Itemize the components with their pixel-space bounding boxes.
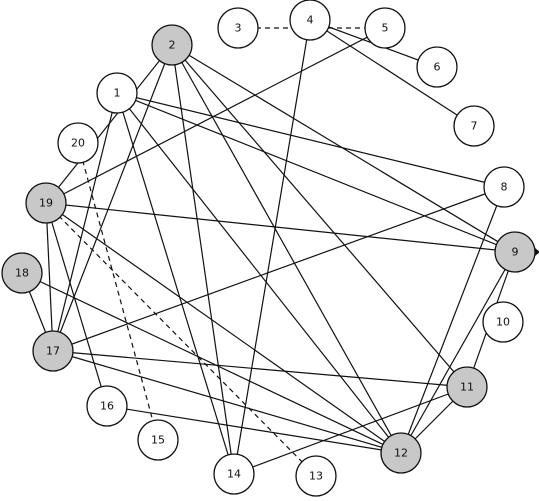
node-circle-12 [380, 432, 422, 474]
edge-2-17 [52, 44, 173, 352]
edge-12-8 [400, 186, 505, 454]
node-5: 5 [364, 7, 406, 49]
edge-17-12 [52, 350, 402, 454]
node-label-7: 7 [471, 120, 478, 133]
node-circle-6 [416, 46, 458, 88]
node-label-1: 1 [114, 87, 121, 100]
node-circle-5 [364, 7, 406, 49]
node-7: 7 [453, 105, 495, 147]
node-10: 10 [482, 301, 524, 343]
node-8: 8 [483, 166, 525, 208]
node-4: 4 [289, 0, 331, 41]
node-circle-13 [295, 455, 337, 497]
node-label-10: 10 [496, 316, 510, 329]
edge-5-19 [45, 27, 386, 204]
node-6: 6 [416, 46, 458, 88]
node-circle-8 [483, 166, 525, 208]
edge-19-16 [45, 202, 108, 407]
edge-19-9 [45, 202, 516, 253]
node-circle-3 [217, 7, 259, 49]
node-label-18: 18 [15, 267, 29, 280]
edge-19-13 [45, 202, 317, 477]
node-15: 15 [137, 419, 179, 461]
node-circle-7 [453, 105, 495, 147]
edge-1-14 [116, 92, 235, 475]
node-13: 13 [295, 455, 337, 497]
node-label-8: 8 [501, 181, 508, 194]
node-label-14: 14 [227, 468, 241, 481]
node-2: 2 [151, 24, 193, 66]
node-16: 16 [86, 385, 128, 427]
node-12: 12 [380, 432, 422, 474]
node-19: 19 [25, 182, 67, 224]
node-9: 9 [494, 231, 536, 273]
node-label-5: 5 [382, 22, 389, 35]
node-circle-4 [289, 0, 331, 41]
node-18: 18 [1, 252, 43, 294]
edge-2-14 [171, 44, 235, 475]
node-label-2: 2 [169, 39, 176, 52]
node-circle-11 [446, 366, 488, 408]
edge-12-9 [400, 251, 516, 454]
node-20: 20 [57, 122, 99, 164]
node-label-11: 11 [460, 381, 474, 394]
node-label-15: 15 [151, 434, 165, 447]
node-11: 11 [446, 366, 488, 408]
node-circle-17 [32, 330, 74, 372]
node-label-17: 17 [46, 345, 60, 358]
edge-1-8 [116, 92, 505, 188]
node-label-9: 9 [512, 246, 519, 259]
node-3: 3 [217, 7, 259, 49]
node-1: 1 [96, 72, 138, 114]
node-label-4: 4 [307, 14, 314, 27]
node-9-arrow-mark [535, 248, 539, 256]
node-label-20: 20 [71, 137, 85, 150]
node-label-19: 19 [39, 197, 53, 210]
node-circle-10 [482, 301, 524, 343]
edge-1-17 [52, 92, 118, 352]
edge-2-12 [171, 44, 402, 454]
node-14: 14 [213, 453, 255, 495]
node-circle-1 [96, 72, 138, 114]
node-label-13: 13 [309, 470, 323, 483]
edge-1-9 [116, 92, 516, 253]
edge-20-15 [77, 142, 159, 441]
edge-16-12 [106, 405, 402, 454]
edge-17-11 [52, 350, 468, 388]
node-label-3: 3 [235, 22, 242, 35]
edge-14-11 [233, 386, 468, 475]
edge-4-7 [309, 19, 475, 127]
edge-2-11 [171, 44, 468, 388]
node-label-6: 6 [434, 61, 441, 74]
node-label-16: 16 [100, 400, 114, 413]
node-circle-20 [57, 122, 99, 164]
node-label-12: 12 [394, 447, 408, 460]
edge-1-12 [116, 92, 402, 454]
edge-19-17 [45, 202, 54, 352]
node-circle-18 [1, 252, 43, 294]
node-circle-2 [151, 24, 193, 66]
node-17: 17 [32, 330, 74, 372]
edges-layer [21, 19, 516, 477]
node-circle-19 [25, 182, 67, 224]
node-circle-14 [213, 453, 255, 495]
edge-17-8 [52, 186, 505, 352]
edge-19-12 [45, 202, 402, 454]
edge-18-12 [21, 272, 402, 454]
edge-4-14 [233, 19, 311, 475]
node-circle-16 [86, 385, 128, 427]
node-circle-15 [137, 419, 179, 461]
